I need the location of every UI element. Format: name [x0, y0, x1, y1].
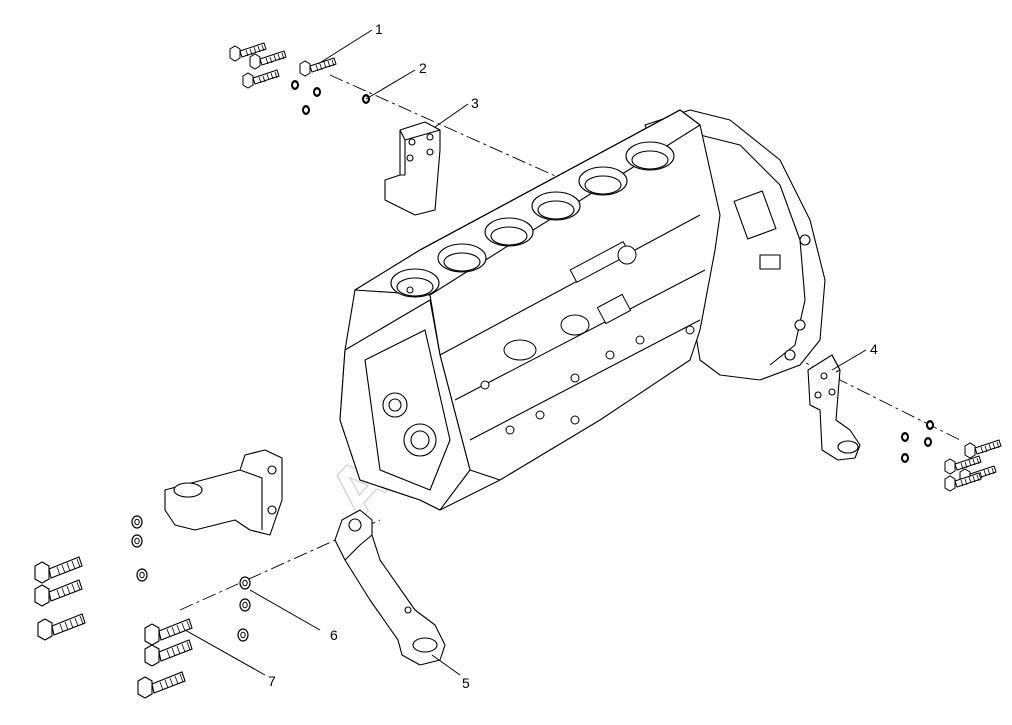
- callout-7: 7: [268, 673, 276, 689]
- callout-1: 1: [375, 21, 383, 37]
- bolt-ll1: [34, 556, 83, 584]
- cylinder-5: [578, 166, 628, 196]
- washer-group-lower-left: [131, 515, 148, 582]
- bolt-1b: [249, 50, 287, 70]
- bolt-group-right: [944, 439, 1002, 492]
- callout-5: 5: [462, 675, 470, 691]
- callout-labels: 1 2 3 4 5 6 7: [268, 21, 878, 691]
- bolt-group-lower-left: [34, 556, 86, 641]
- bolt-ll2: [34, 579, 83, 607]
- callout-3: 3: [471, 95, 479, 111]
- washer-group-upper: [291, 80, 370, 115]
- bolt-group-item-7: [137, 618, 193, 699]
- cylinder-6: [625, 141, 675, 171]
- callout-leaders: [184, 29, 867, 676]
- bolt-1c: [299, 57, 337, 77]
- callout-2: 2: [419, 60, 427, 76]
- engine-block: [339, 109, 826, 511]
- cylinder-bores: [390, 141, 675, 298]
- bolt-7c: [137, 671, 186, 699]
- block-details: [406, 241, 695, 435]
- bolt-1d: [242, 69, 280, 89]
- front-lower-mount-arm: [334, 509, 446, 666]
- upper-rear-bracket: [384, 121, 441, 216]
- bolt-r1: [964, 439, 1002, 459]
- bolt-ll3: [37, 613, 86, 641]
- callout-4: 4: [870, 341, 878, 357]
- washer-group-item-6: [237, 576, 251, 642]
- bolt-group-upper-left: [229, 42, 337, 89]
- cylinder-1: [390, 268, 440, 298]
- washer-group-right: [901, 420, 934, 463]
- callout-6: 6: [330, 627, 338, 643]
- cylinder-4: [531, 191, 581, 221]
- flywheel-side-bracket: [807, 354, 861, 461]
- front-engine-mount-bracket: [164, 449, 283, 536]
- cylinder-2: [437, 243, 487, 273]
- cylinder-3: [484, 217, 534, 247]
